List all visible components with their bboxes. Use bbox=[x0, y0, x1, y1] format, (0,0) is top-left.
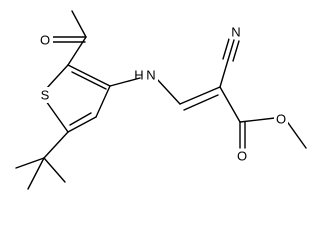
bond-acetyl-ring bbox=[67, 36, 87, 66]
bond-c3-n bbox=[109, 77, 141, 87]
bond-nitrile-3 bbox=[232, 40, 240, 62]
bond-c-ester bbox=[219, 86, 241, 123]
structure-drawing: O S N H N O O bbox=[15, 10, 307, 190]
bond-n-ch bbox=[155, 77, 181, 105]
bond-o-ethyl bbox=[285, 119, 307, 149]
bond-tbu-me1 bbox=[15, 157, 45, 169]
bond-ch-c-a bbox=[179, 86, 221, 105]
atom-o-carbonyl: O bbox=[237, 149, 247, 164]
bond-nitrile-1 bbox=[227, 39, 235, 61]
bond-c5-tbu bbox=[43, 131, 69, 159]
bond-tbu-me2 bbox=[43, 157, 66, 183]
bond-ch-c-b bbox=[183, 94, 219, 111]
bond-c3-c4 bbox=[95, 85, 111, 118]
bond-c-cn bbox=[219, 59, 229, 88]
bond-acetyl-methyl bbox=[71, 10, 87, 38]
bond-nitrile-2 bbox=[222, 38, 230, 60]
bond-c4-c5-a bbox=[67, 116, 97, 133]
bond-tbu-me3 bbox=[27, 157, 45, 190]
atom-s-ring: S bbox=[41, 88, 50, 103]
atom-n-nitrile: N bbox=[231, 25, 240, 40]
molecule-svg: O S N H N O O bbox=[15, 10, 307, 190]
atom-h-amine: H bbox=[134, 68, 143, 83]
atom-o-ester: O bbox=[276, 112, 286, 127]
bond-c4-c5-b bbox=[69, 112, 92, 126]
bond-c2-c3-a bbox=[67, 64, 111, 87]
bond-ester-oc bbox=[239, 117, 276, 123]
atom-o-acetyl: O bbox=[40, 33, 50, 48]
bond-c2-s bbox=[45, 64, 69, 90]
bond-c2-c3-b bbox=[71, 71, 107, 90]
bond-c5-s bbox=[45, 100, 69, 133]
atom-n-amine: N bbox=[146, 68, 155, 83]
